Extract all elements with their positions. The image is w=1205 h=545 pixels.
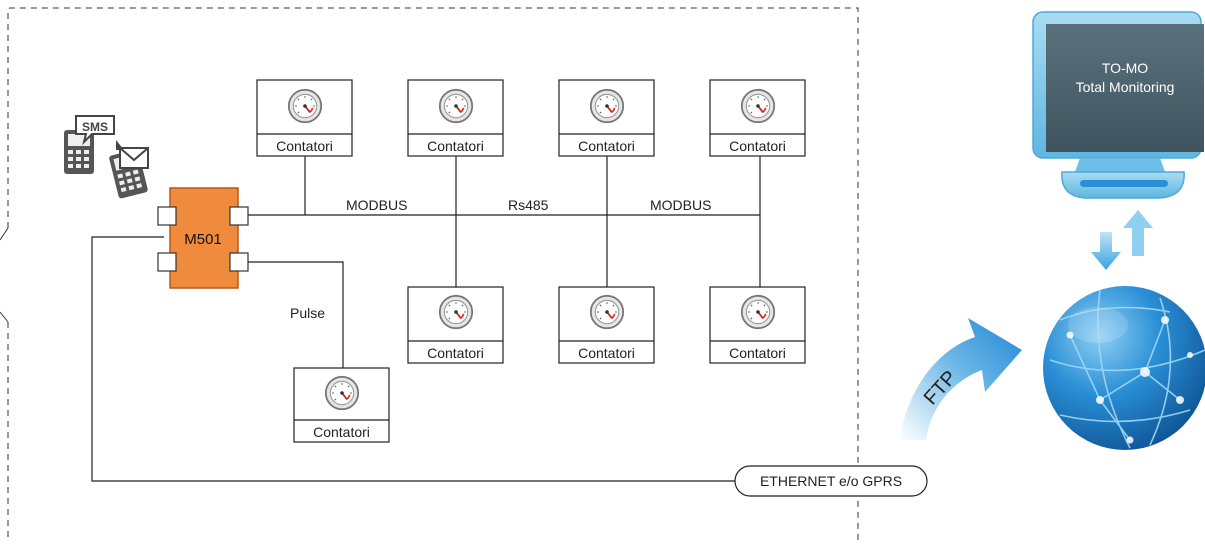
meter-top-4: Contatori [709,79,806,157]
meter-bottom-3: Contatori [709,286,806,364]
meter-label: Contatori [276,138,333,154]
meter-label: Contatori [427,345,484,361]
gauge-icon [589,294,625,330]
meter-label: Contatori [427,138,484,154]
meter-pulse: Contatori [293,367,390,443]
gauge-icon [438,88,474,124]
sms-phone-icon: SMS [64,115,115,174]
monitor-icon: TO-MO Total Monitoring [1032,11,1204,199]
gauge-icon [287,88,323,124]
modbus-label-right: MODBUS [650,197,711,213]
gauge-icon [740,294,776,330]
meter-top-3: Contatori [558,79,655,157]
rs485-label: Rs485 [508,197,549,213]
pulse-label: Pulse [290,305,325,321]
meter-label: Contatori [729,345,786,361]
meter-top-2: Contatori [407,79,504,157]
email-phone-icon [109,140,149,199]
installation-boundary [7,7,859,540]
meter-label: Contatori [729,138,786,154]
gauge-icon [438,294,474,330]
network-label: ETHERNET e/o GPRS [760,473,902,489]
m501-controller: M501 [157,187,249,289]
meter-label: Contatori [578,138,635,154]
modbus-bus [91,156,927,482]
meter-bottom-2: Contatori [558,286,655,364]
sms-label: SMS [82,120,108,134]
meter-label: Contatori [578,345,635,361]
ftp-arrow-icon: FTP [900,318,1022,440]
m501-label: M501 [184,231,222,248]
meter-label: Contatori [313,424,370,440]
gauge-icon [740,88,776,124]
monitor-line2: Total Monitoring [1076,79,1175,95]
meter-bottom-1: Contatori [407,286,504,364]
sync-arrows-icon [1091,210,1153,270]
gauge-icon [589,88,625,124]
network-pill: ETHERNET e/o GPRS [734,465,928,497]
globe-icon [1043,286,1205,450]
monitor-line1: TO-MO [1102,60,1149,76]
gauge-icon [324,375,360,411]
meter-top-1: Contatori [256,79,353,157]
modbus-label-left: MODBUS [346,197,407,213]
